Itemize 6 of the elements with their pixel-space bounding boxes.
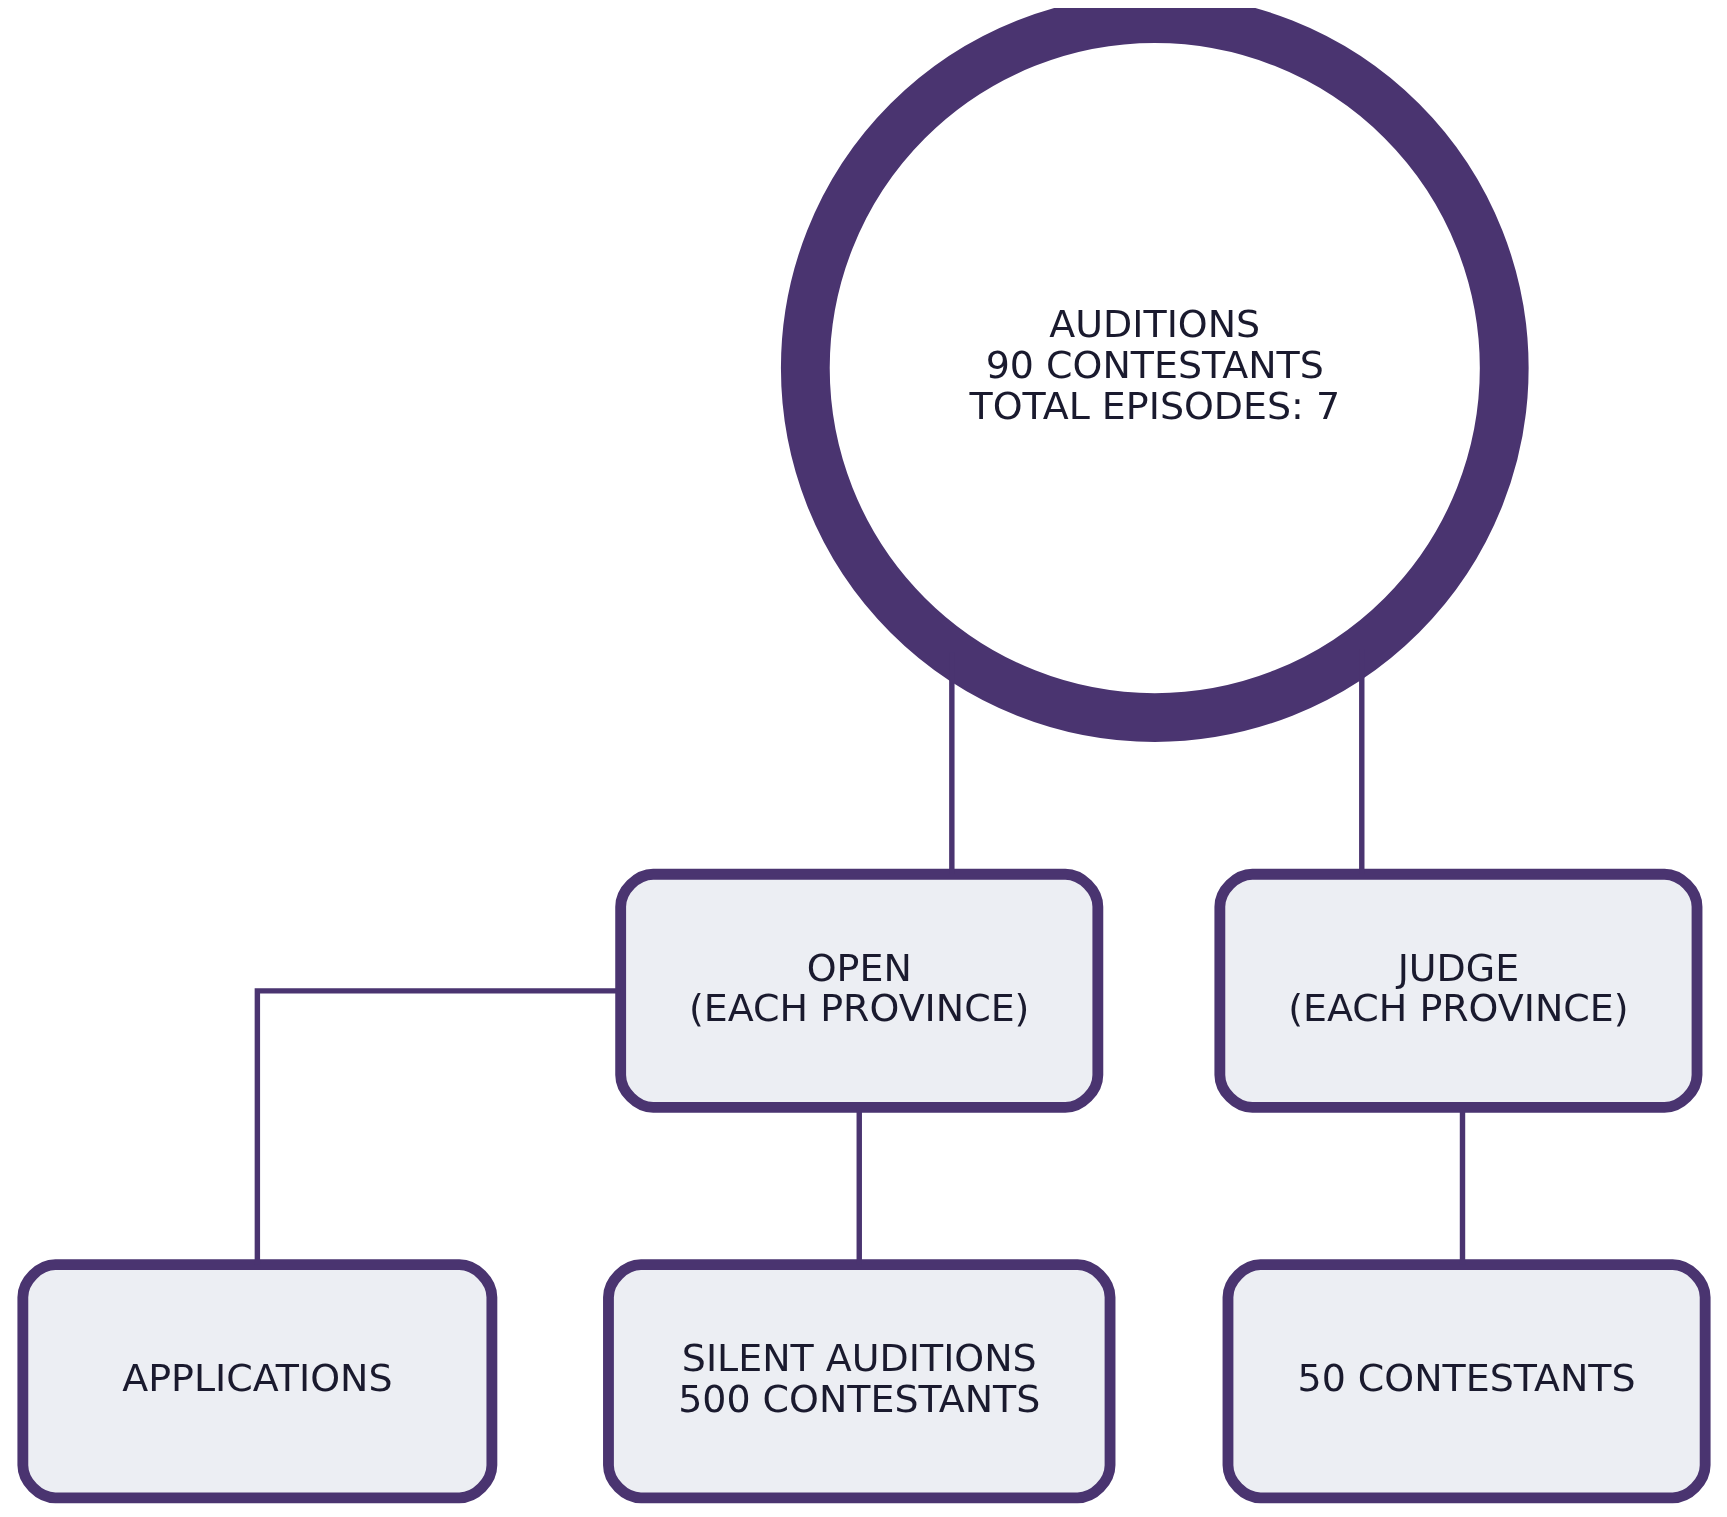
node-box: OPEN (EACH PROVINCE) <box>614 868 1103 1113</box>
node-box: APPLICATIONS <box>16 1259 497 1504</box>
node-box: 50 CONTESTANTS <box>1222 1259 1711 1504</box>
node-box: JUDGE (EACH PROVINCE) <box>1213 868 1702 1113</box>
node-circle: AUDITIONS 90 CONTESTANTS TOTAL EPISODES: 7 <box>780 8 1529 742</box>
node-box: SILENT AUDITIONS 500 CONTESTANTS <box>602 1259 1115 1504</box>
